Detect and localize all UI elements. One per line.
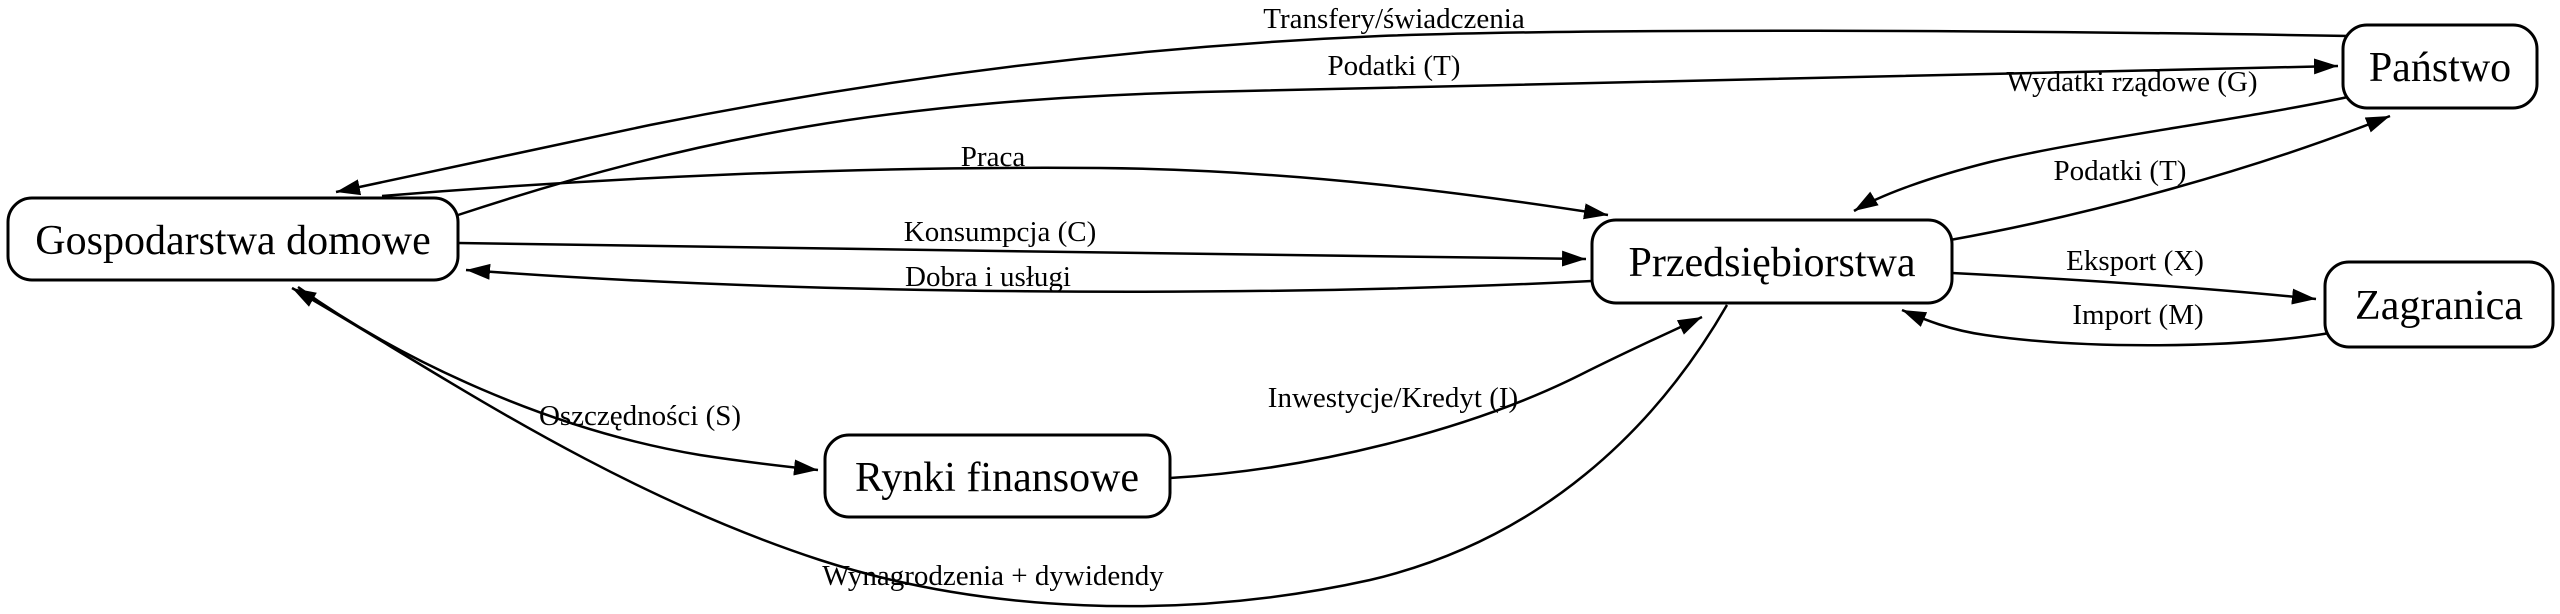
edge-households-firms-praca	[381, 166, 1609, 220]
edge-firms-households-dobra	[465, 263, 1593, 293]
edge-label-wynagrodzenia: Wynagrodzenia + dywidendy	[822, 560, 1164, 592]
edge-label-inwestycje: Inwestycje/Kredyt (I)	[1268, 382, 1518, 414]
edge-label-transfery: Transfery/świadczenia	[1263, 3, 1525, 35]
node-firms-box	[1590, 218, 1954, 305]
node-foreign: Zagranica	[2323, 260, 2555, 349]
edge-households-financial-oszczednosci	[297, 285, 819, 476]
node-firms: Przedsiębiorstwa	[1590, 218, 1954, 305]
edge-label-podatki-households: Podatki (T)	[1328, 50, 1461, 82]
nodes: Gospodarstwa domowe Przedsiębiorstwa Pań…	[6, 23, 2555, 519]
node-financial-markets: Rynki finansowe	[823, 433, 1172, 519]
node-households: Gospodarstwa domowe	[6, 196, 460, 282]
node-firms-label: Przedsiębiorstwa	[1629, 240, 1916, 286]
edge-label-podatki-firms: Podatki (T)	[2054, 155, 2187, 187]
edge-labels: Transfery/świadczenia Podatki (T) Praca …	[539, 3, 2258, 592]
edge-label-praca: Praca	[961, 141, 1026, 173]
node-financial-markets-label: Rynki finansowe	[855, 455, 1139, 501]
node-state: Państwo	[2341, 23, 2539, 110]
edge-label-oszczednosci: Oszczędności (S)	[539, 400, 741, 432]
edge-label-wydatki: Wydatki rządowe (G)	[2006, 66, 2257, 98]
edge-state-firms-wydatki	[1853, 95, 2349, 213]
edge-firms-state-podatki	[1949, 114, 2391, 242]
edges	[291, 29, 2391, 608]
node-financial-markets-box	[823, 433, 1172, 519]
node-households-box	[6, 196, 460, 282]
edge-households-firms-konsumpcja	[457, 241, 1587, 267]
node-state-label: Państwo	[2369, 45, 2511, 91]
edge-households-state-podatki	[457, 58, 2339, 217]
edge-label-dobra: Dobra i usługi	[905, 261, 1071, 293]
edge-firms-foreign-eksport	[1951, 271, 2317, 305]
edge-firms-households-wynagrodzenia	[291, 286, 1729, 608]
node-foreign-label: Zagranica	[2355, 283, 2523, 329]
node-foreign-box	[2323, 260, 2555, 349]
edge-financial-firms-inwestycje	[1169, 315, 1703, 480]
edge-state-households-transfery	[335, 29, 2351, 196]
edge-label-konsumpcja: Konsumpcja (C)	[904, 216, 1097, 248]
node-households-label: Gospodarstwa domowe	[35, 218, 430, 264]
edge-foreign-firms-import	[1901, 308, 2331, 347]
node-state-box	[2341, 23, 2539, 110]
edge-label-eksport: Eksport (X)	[2066, 245, 2204, 277]
edge-label-import: Import (M)	[2072, 299, 2203, 331]
